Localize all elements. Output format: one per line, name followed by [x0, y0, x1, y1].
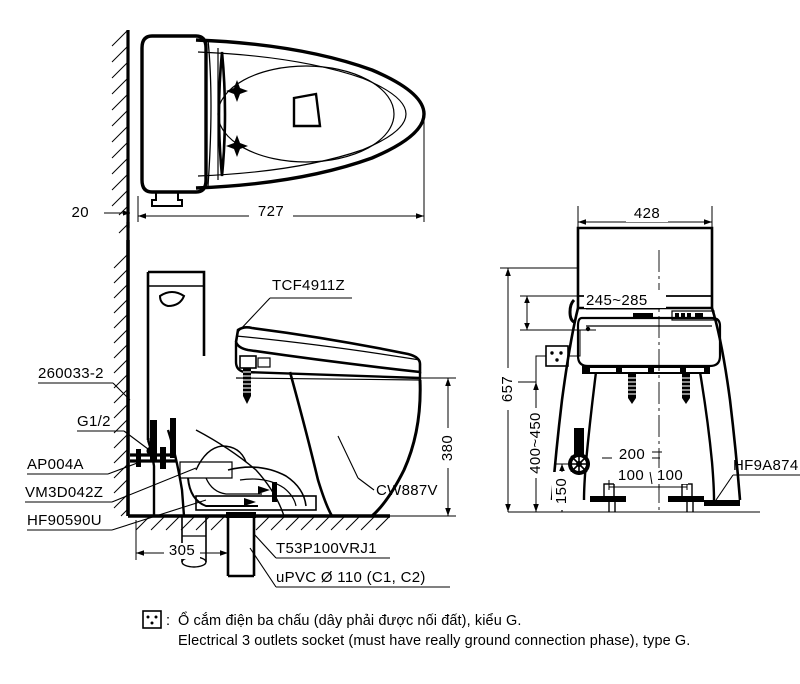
- callout-tcf4911z-text: TCF4911Z: [272, 277, 345, 294]
- side-view-floor: [128, 514, 390, 531]
- dim-bolt-spacing-right-value: 100: [657, 467, 683, 484]
- dim-bolt-spacing-left-value: 100: [618, 467, 644, 484]
- dim-socket-mount-height-value: 400~450: [527, 412, 544, 474]
- electrical-socket-symbol: [142, 610, 162, 629]
- callout-g12: G1/2: [77, 413, 153, 453]
- bowl-profile-side: [371, 379, 422, 518]
- callout-hf90590u-text: HF90590U: [27, 512, 102, 529]
- callout-g12-text: G1/2: [77, 413, 111, 430]
- top-view: 20 727: [72, 30, 426, 240]
- dim-overall-height: 657: [498, 267, 578, 512]
- bolt-front-right: [682, 374, 690, 404]
- plumbing-detail-side: [130, 418, 317, 511]
- callout-hf9a874-text: HF9A874: [733, 457, 798, 474]
- legend-line-vi: Ổ cắm điện ba chấu (dây phải được nối đấ…: [178, 611, 522, 629]
- callout-tcf4911z: TCF4911Z: [237, 277, 352, 333]
- callout-upvc-text: uPVC Ø 110 (C1, C2): [276, 569, 426, 586]
- dim-wall-gap: 20: [72, 204, 130, 221]
- callout-hf90590u: HF90590U: [27, 499, 207, 531]
- washlet-seat: [234, 326, 422, 404]
- side-view: TCF4911Z 260033-2 G1/2 AP004A VM3D042Z H…: [25, 240, 458, 588]
- sparkle-marker-upper: [226, 80, 248, 102]
- callout-ap004a-text: AP004A: [27, 456, 84, 473]
- callout-t53p100vrj1: T53P100VRJ1: [253, 533, 390, 559]
- dim-overall-depth: 727: [137, 118, 425, 222]
- callout-260033-2: 260033-2: [38, 365, 131, 401]
- dim-socket-height-range: 245~285: [520, 290, 666, 331]
- seat-mounting-bolt: [243, 368, 251, 404]
- dim-overall-width-value: 428: [634, 205, 660, 222]
- supply-stub-plan: [151, 192, 183, 207]
- dim-bolt-spacing-total-value: 200: [619, 446, 645, 463]
- callout-upvc: uPVC Ø 110 (C1, C2): [249, 547, 450, 588]
- callout-cw887v: CW887V: [337, 435, 438, 499]
- callout-vm3d042z: VM3D042Z: [25, 467, 197, 503]
- dim-wall-gap-value: 20: [72, 204, 90, 221]
- electrical-socket-symbol-drawing: [518, 329, 590, 383]
- dim-bolt-spacing-pair: 100 100: [608, 467, 688, 490]
- nozzle-plan: [292, 92, 322, 128]
- callout-t53p100vrj1-text: T53P100VRJ1: [276, 540, 377, 557]
- dim-seat-height-value: 380: [439, 435, 456, 461]
- seat-base-front: [582, 366, 710, 404]
- bolt-front-left: [628, 374, 636, 404]
- callout-ap004a: AP004A: [27, 456, 141, 475]
- callout-260033-2-text: 260033-2: [38, 365, 104, 382]
- callout-hf9a874: HF9A874: [715, 457, 800, 501]
- dim-drain-offset: 305: [135, 520, 229, 560]
- washlet-front: [576, 310, 722, 368]
- tank-outline-plan: [140, 34, 208, 194]
- dim-bolt-spacing-total: 200: [602, 446, 662, 463]
- dim-drain-offset-value: 305: [169, 542, 195, 559]
- dim-overall-width: 428: [577, 205, 713, 232]
- dim-valve-height-value: 150: [553, 478, 570, 504]
- legend-note: : Ổ cắm điện ba chấu (dây phải được nối …: [142, 610, 690, 649]
- side-view-wall: [113, 240, 130, 517]
- bowl-outline-plan: [195, 38, 426, 190]
- dim-overall-depth-value: 727: [258, 203, 284, 220]
- callout-vm3d042z-text: VM3D042Z: [25, 484, 103, 501]
- dim-socket-height-range-value: 245~285: [586, 292, 648, 309]
- legend-line-en: Electrical 3 outlets socket (must have r…: [178, 633, 690, 649]
- callout-cw887v-text: CW887V: [376, 482, 438, 499]
- dim-overall-height-value: 657: [499, 376, 516, 402]
- dim-valve-height: 150: [552, 463, 590, 512]
- dim-seat-height: 380: [372, 377, 458, 517]
- top-view-wall: [111, 30, 130, 240]
- front-view: 428 245~285 657 400~45: [498, 205, 800, 513]
- flush-lever: [158, 291, 186, 308]
- angle-stop-valve-front: [568, 428, 590, 475]
- seat-ring-plan: [217, 65, 395, 163]
- sparkle-marker-lower: [226, 135, 248, 157]
- legend-separator: :: [166, 613, 170, 629]
- dim-socket-mount-height: 400~450: [526, 382, 546, 512]
